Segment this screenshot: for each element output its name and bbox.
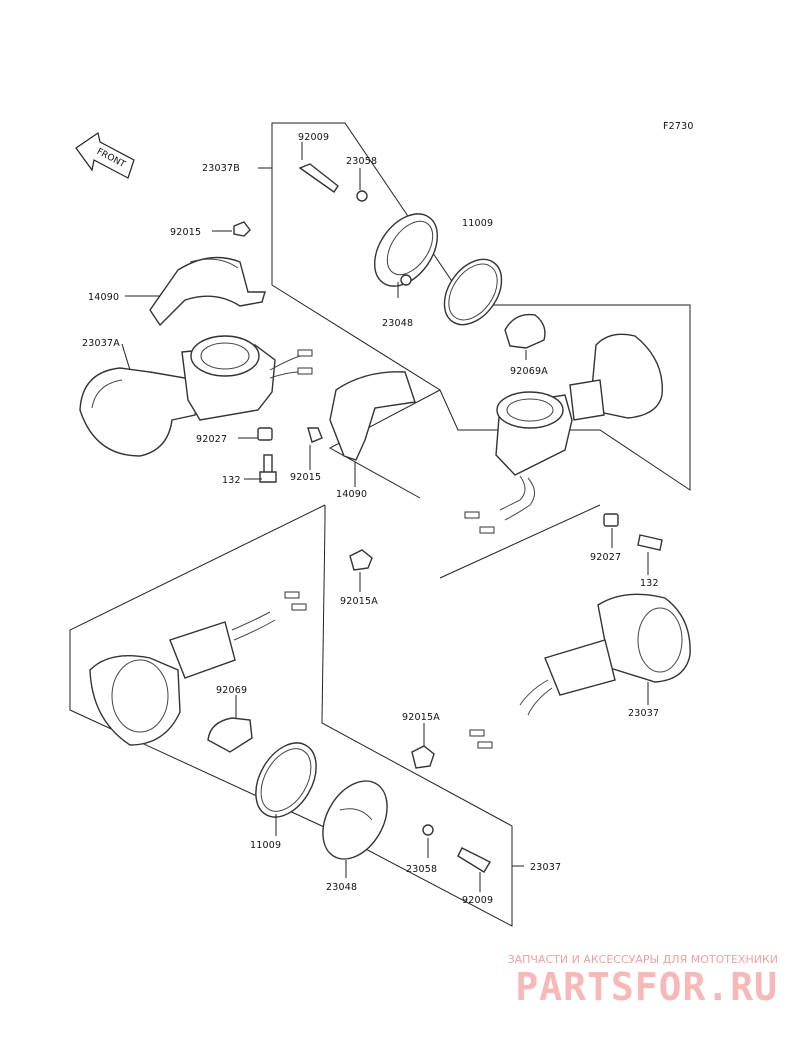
spacer-92027-left bbox=[257, 427, 273, 441]
nut-92015A-right bbox=[411, 745, 435, 769]
turn-signal-rear-left bbox=[89, 591, 307, 746]
label-132-left: 132 bbox=[222, 475, 241, 486]
label-23048-bottom: 23048 bbox=[326, 882, 357, 893]
label-14090-left: 14090 bbox=[88, 292, 119, 303]
nut-92015-mid bbox=[307, 427, 323, 443]
rim-23048-top bbox=[373, 213, 439, 287]
label-92015-mid: 92015 bbox=[290, 472, 321, 483]
bulb-92069A bbox=[504, 313, 546, 349]
label-23058-bottom: 23058 bbox=[406, 864, 437, 875]
turn-signal-rear-right bbox=[469, 593, 691, 749]
bolt-132-right bbox=[637, 534, 663, 551]
gasket-11009-bottom bbox=[255, 742, 317, 818]
screw-92009-top bbox=[298, 163, 339, 193]
label-92069A: 92069A bbox=[510, 366, 548, 377]
nut-92015A-left bbox=[349, 549, 373, 571]
label-14090-mid: 14090 bbox=[336, 489, 367, 500]
nut-92015-top bbox=[233, 221, 251, 237]
gasket-11009-top bbox=[443, 258, 503, 326]
label-92015A-right: 92015A bbox=[402, 712, 440, 723]
label-132-right: 132 bbox=[640, 578, 659, 589]
washer-23058-bottom bbox=[422, 824, 434, 836]
leader-lines bbox=[121, 142, 649, 892]
label-92069: 92069 bbox=[216, 685, 247, 696]
label-23037B: 23037B bbox=[202, 163, 240, 174]
turn-signal-front-left bbox=[79, 335, 313, 457]
clamp-cover-mid bbox=[329, 371, 416, 461]
watermark-logo: PARTSFOR.RU bbox=[515, 965, 778, 1009]
label-23037-bottom: 23037 bbox=[530, 862, 561, 873]
watermark-caption: ЗАПЧАСТИ И АКСЕССУАРЫ ДЛЯ МОТОТЕХНИКИ bbox=[508, 953, 778, 966]
label-92009-top: 92009 bbox=[298, 132, 329, 143]
label-23037-right: 23037 bbox=[628, 708, 659, 719]
rim-23048-bottom bbox=[322, 780, 388, 860]
label-92027-left: 92027 bbox=[196, 434, 227, 445]
bulb-92069 bbox=[207, 717, 253, 753]
washer-23058-top bbox=[356, 190, 368, 202]
figure-code: F2730 bbox=[663, 121, 694, 132]
label-11009-top: 11009 bbox=[462, 218, 493, 229]
label-92027-right: 92027 bbox=[590, 552, 621, 563]
part-labels: 92009 23058 23037B 11009 92015 14090 230… bbox=[82, 132, 659, 906]
bolt-132-left bbox=[259, 454, 277, 483]
clamp-cover-left bbox=[149, 256, 266, 327]
watermark: ЗАПЧАСТИ И АКСЕССУАРЫ ДЛЯ МОТОТЕХНИКИ PA… bbox=[508, 953, 778, 1009]
turn-signal-front-right bbox=[464, 333, 663, 534]
label-23048-top: 23048 bbox=[382, 318, 413, 329]
label-11009-bottom: 11009 bbox=[250, 840, 281, 851]
front-arrow-icon: FRONT bbox=[75, 132, 135, 179]
label-92015A-left: 92015A bbox=[340, 596, 378, 607]
label-23058-top: 23058 bbox=[346, 156, 377, 167]
label-92015-top: 92015 bbox=[170, 227, 201, 238]
screw-92009-bottom bbox=[457, 847, 491, 873]
label-23037A: 23037A bbox=[82, 338, 120, 349]
spacer-92027-right bbox=[603, 513, 619, 527]
label-92009-bottom: 92009 bbox=[462, 895, 493, 906]
